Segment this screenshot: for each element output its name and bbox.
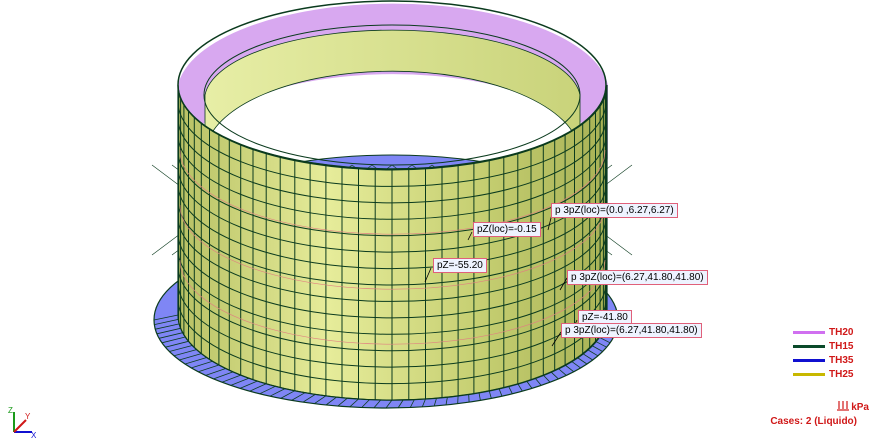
unit-label: kPa — [851, 402, 869, 413]
legend-label: TH25 — [829, 368, 854, 380]
tank-shell — [177, 84, 608, 401]
legend-item-th25: TH25 — [793, 367, 873, 381]
pressure-icon — [837, 401, 850, 411]
thickness-legend: TH20 TH15 TH35 TH25 — [793, 325, 873, 381]
axis-x-label: X — [31, 431, 37, 438]
annotation-pz-loc: pZ(loc)=-0.15 — [473, 222, 541, 237]
legend-swatch — [793, 372, 825, 376]
legend-swatch — [793, 330, 825, 334]
axis-z-label: Z — [8, 406, 13, 415]
axis-y-label: Y — [25, 412, 31, 421]
legend-item-th15: TH15 — [793, 339, 873, 353]
legend-label: TH15 — [829, 340, 854, 352]
unit-indicator: kPa — [837, 401, 869, 413]
top-rim — [177, 0, 607, 170]
legend-label: TH35 — [829, 354, 854, 366]
legend-item-th35: TH35 — [793, 353, 873, 367]
legend-swatch — [793, 358, 825, 362]
annotation-p3pz-mid: p 3pZ(loc)=(6.27,41.80,41.80) — [567, 270, 708, 285]
cases-label: Cases: 2 (Liquido) — [770, 416, 857, 427]
annotation-p3pz-bottom: p 3pZ(loc)=(6.27,41.80,41.80) — [561, 323, 702, 338]
legend-swatch — [793, 344, 825, 348]
legend-item-th20: TH20 — [793, 325, 873, 339]
annotation-p3pz-top: p 3pZ(loc)=(0.0 ,6.27,6.27) — [551, 203, 678, 218]
axis-gizmo: Z Y X — [8, 406, 37, 438]
legend-label: TH20 — [829, 326, 854, 338]
annotation-pz-55: pZ=-55.20 — [433, 258, 487, 273]
